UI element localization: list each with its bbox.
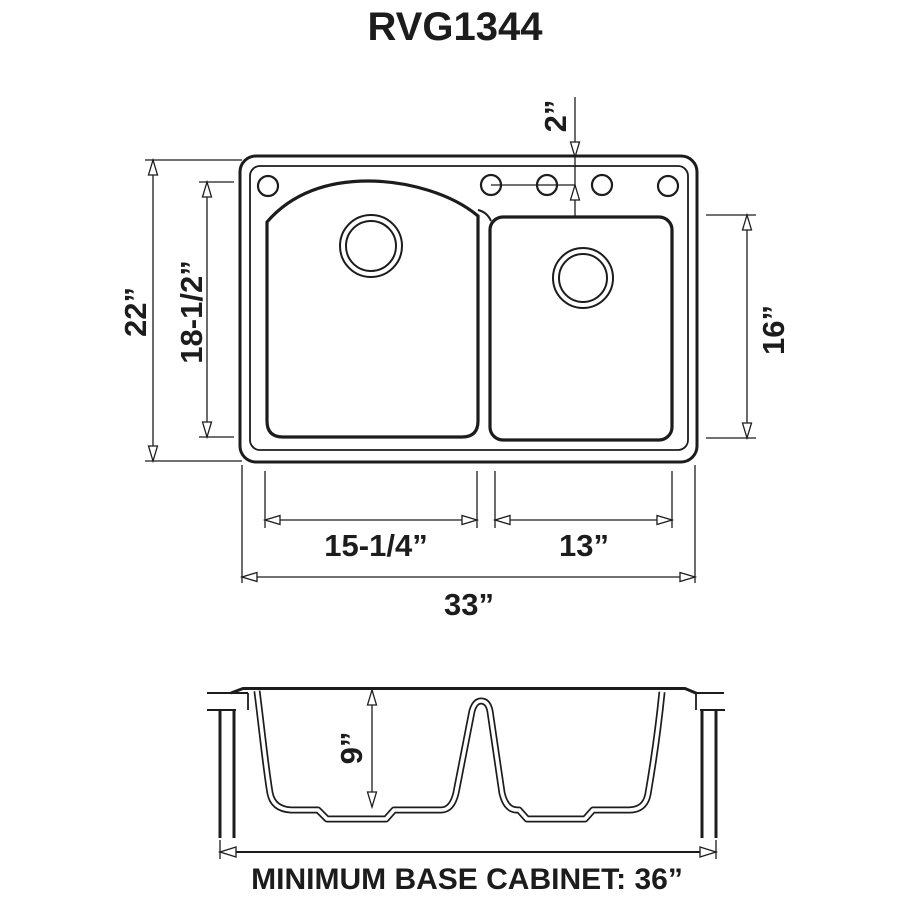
dim-right-bowl-depth: 16” (706, 212, 791, 441)
bowl-divider-curve (477, 209, 492, 222)
dimensions-top-view: 2” 22” 18-1/2” 16” (118, 97, 791, 622)
base-cabinet-label: MINIMUM BASE CABINET: 36” (251, 863, 683, 896)
dim-label-bowl-depth: 9” (334, 732, 369, 765)
faucet-hole (256, 174, 280, 198)
dim-label-overall-width: 33” (444, 587, 494, 622)
faucet-hole (590, 173, 614, 197)
dim-left-bowl-depth: 18-1/2” (174, 179, 234, 440)
left-drain (339, 214, 403, 278)
dim-label-left-bowl-depth: 18-1/2” (174, 260, 209, 363)
right-drain (552, 247, 614, 309)
right-bowl-outline (488, 215, 674, 442)
dim-label-right-bowl-depth: 16” (756, 305, 791, 355)
model-title: RVG1344 (368, 5, 544, 49)
dim-label-overall-depth: 22” (118, 287, 153, 337)
dim-base-cabinet: MINIMUM BASE CABINET: 36” (217, 840, 719, 896)
dim-bowl-depth: 9” (334, 687, 378, 810)
top-view (238, 154, 699, 464)
dim-overall-width: 33” (239, 465, 698, 622)
dim-label-right-bowl-width: 13” (559, 528, 609, 563)
faucet-hole (656, 174, 680, 198)
sink-rim-section (230, 687, 698, 695)
bowl-section-outline (253, 690, 666, 823)
dim-overall-depth: 22” (118, 157, 242, 464)
left-bowl-outline (265, 179, 480, 439)
dim-left-bowl-width: 15-1/4” (262, 471, 480, 563)
dim-label-left-bowl-width: 15-1/4” (324, 528, 427, 563)
sink-outer-edge (238, 154, 699, 464)
right-drain-inner (558, 253, 608, 303)
sink-inner-edge (249, 165, 689, 451)
dim-faucet-offset: 2” (491, 97, 581, 218)
dim-right-bowl-width: 13” (492, 471, 675, 563)
bowl-section-inner (255, 690, 664, 821)
left-drain-inner (345, 220, 397, 272)
side-view: 9” MINIMUM BASE CABINET: 36” (207, 687, 725, 896)
dim-label-faucet-offset: 2” (538, 100, 573, 133)
